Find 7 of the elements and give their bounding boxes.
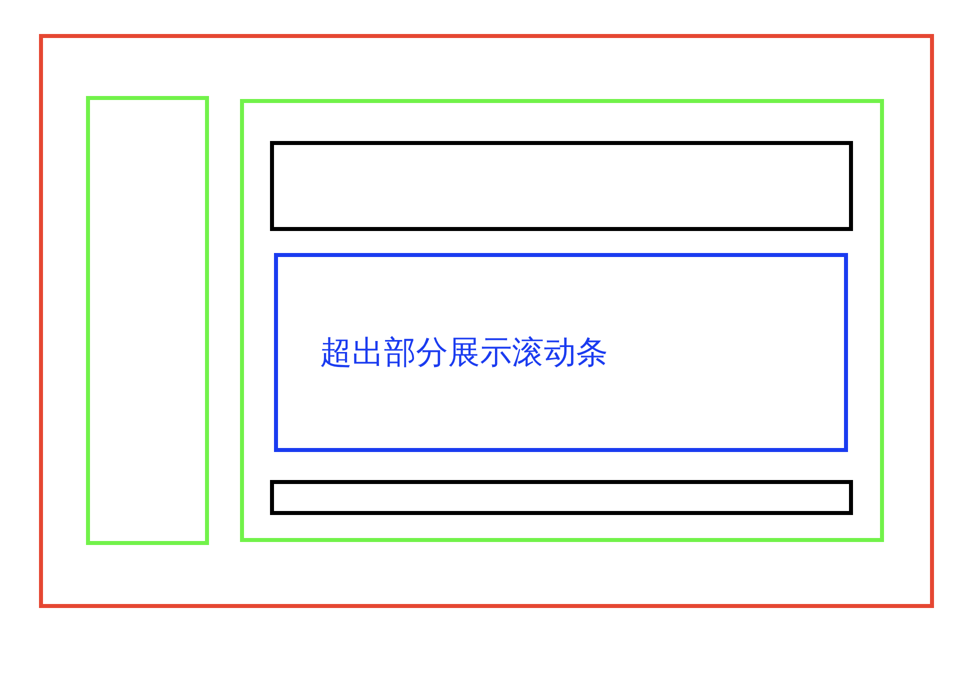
box-outline	[270, 480, 853, 515]
box-outline	[39, 34, 934, 608]
box-outline	[240, 99, 884, 542]
box-outline	[274, 253, 848, 452]
label-text: 超出部分展示滚动条	[320, 333, 608, 372]
box-outline	[270, 141, 853, 231]
box-outline	[86, 96, 209, 545]
